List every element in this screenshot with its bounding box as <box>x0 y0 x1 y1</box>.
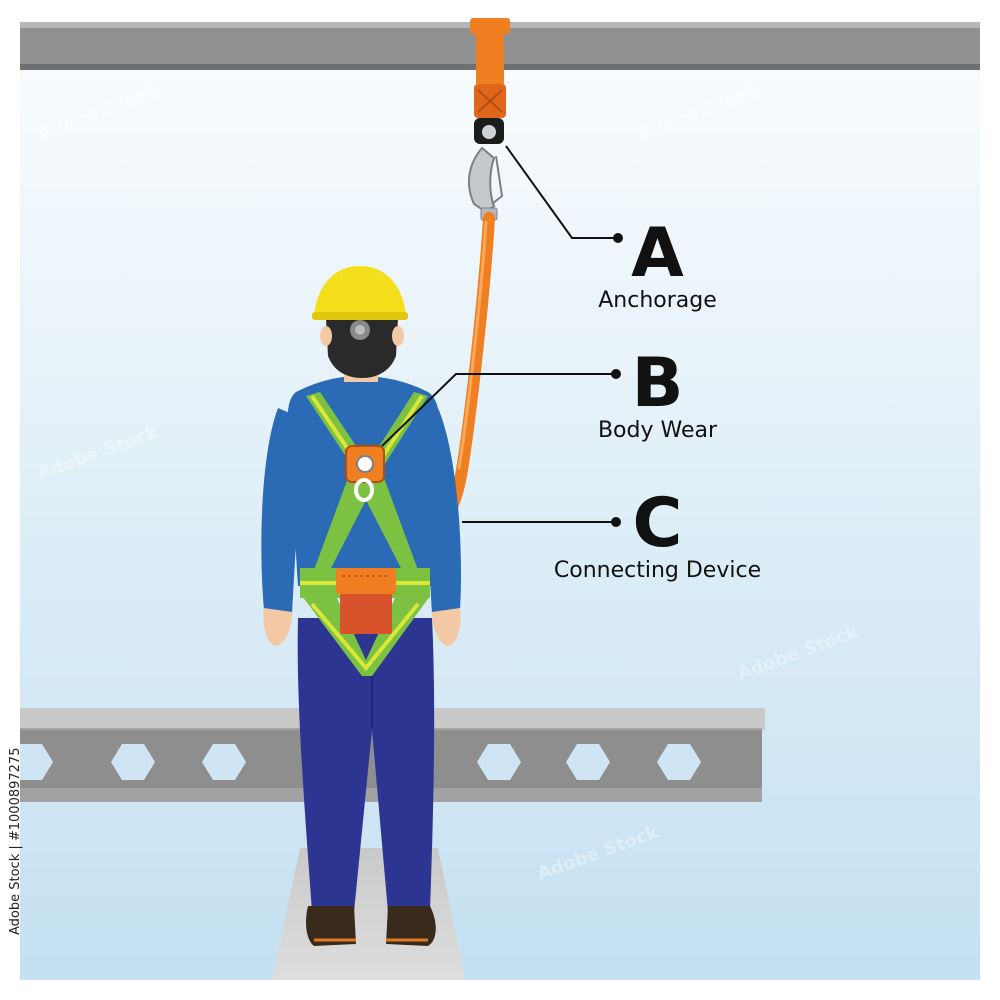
callout-label-body-wear: Body Wear <box>597 418 718 443</box>
leader-line-a <box>505 145 614 239</box>
hexagon-cutout <box>20 744 53 780</box>
callout-body-wear: B Body Wear <box>565 350 750 444</box>
dorsal-d-ring <box>345 445 385 502</box>
leader-line-b <box>381 373 612 447</box>
callout-label-connecting-device: Connecting Device <box>553 558 762 583</box>
sky-background <box>20 20 980 980</box>
tool-pouch <box>336 568 396 634</box>
callout-letter-a: A <box>631 214 684 293</box>
callout-connecting-device: C Connecting Device <box>520 490 795 584</box>
hexagon-cutout <box>477 744 521 780</box>
lanyard-highlight <box>457 220 488 470</box>
hexagon-cutout <box>202 744 246 780</box>
callout-letter-b: B <box>631 344 684 423</box>
hexagon-cutout <box>566 744 610 780</box>
hard-hat <box>314 266 406 318</box>
right-ear <box>392 326 404 346</box>
walkway-flange <box>272 848 465 980</box>
left-ear <box>320 326 332 346</box>
right-hand <box>432 608 461 646</box>
hexagon-cutout <box>111 744 155 780</box>
callout-letter-c: C <box>632 484 683 563</box>
leader-dot-c <box>611 517 621 527</box>
worker <box>261 266 462 946</box>
leader-dot-a <box>613 233 623 243</box>
trousers <box>297 618 435 912</box>
callout-anchorage: A Anchorage <box>570 220 745 314</box>
left-shoe <box>306 906 356 946</box>
right-shoe <box>386 906 436 946</box>
left-hand <box>263 608 292 646</box>
callout-label-anchorage: Anchorage <box>598 288 717 313</box>
leader-dot-b <box>611 369 621 379</box>
anchorage-clamp <box>470 18 510 144</box>
stock-id-watermark: Adobe Stock | #1000897275 <box>8 747 23 935</box>
hexagon-cutout <box>657 744 701 780</box>
leader-lines <box>381 145 623 527</box>
